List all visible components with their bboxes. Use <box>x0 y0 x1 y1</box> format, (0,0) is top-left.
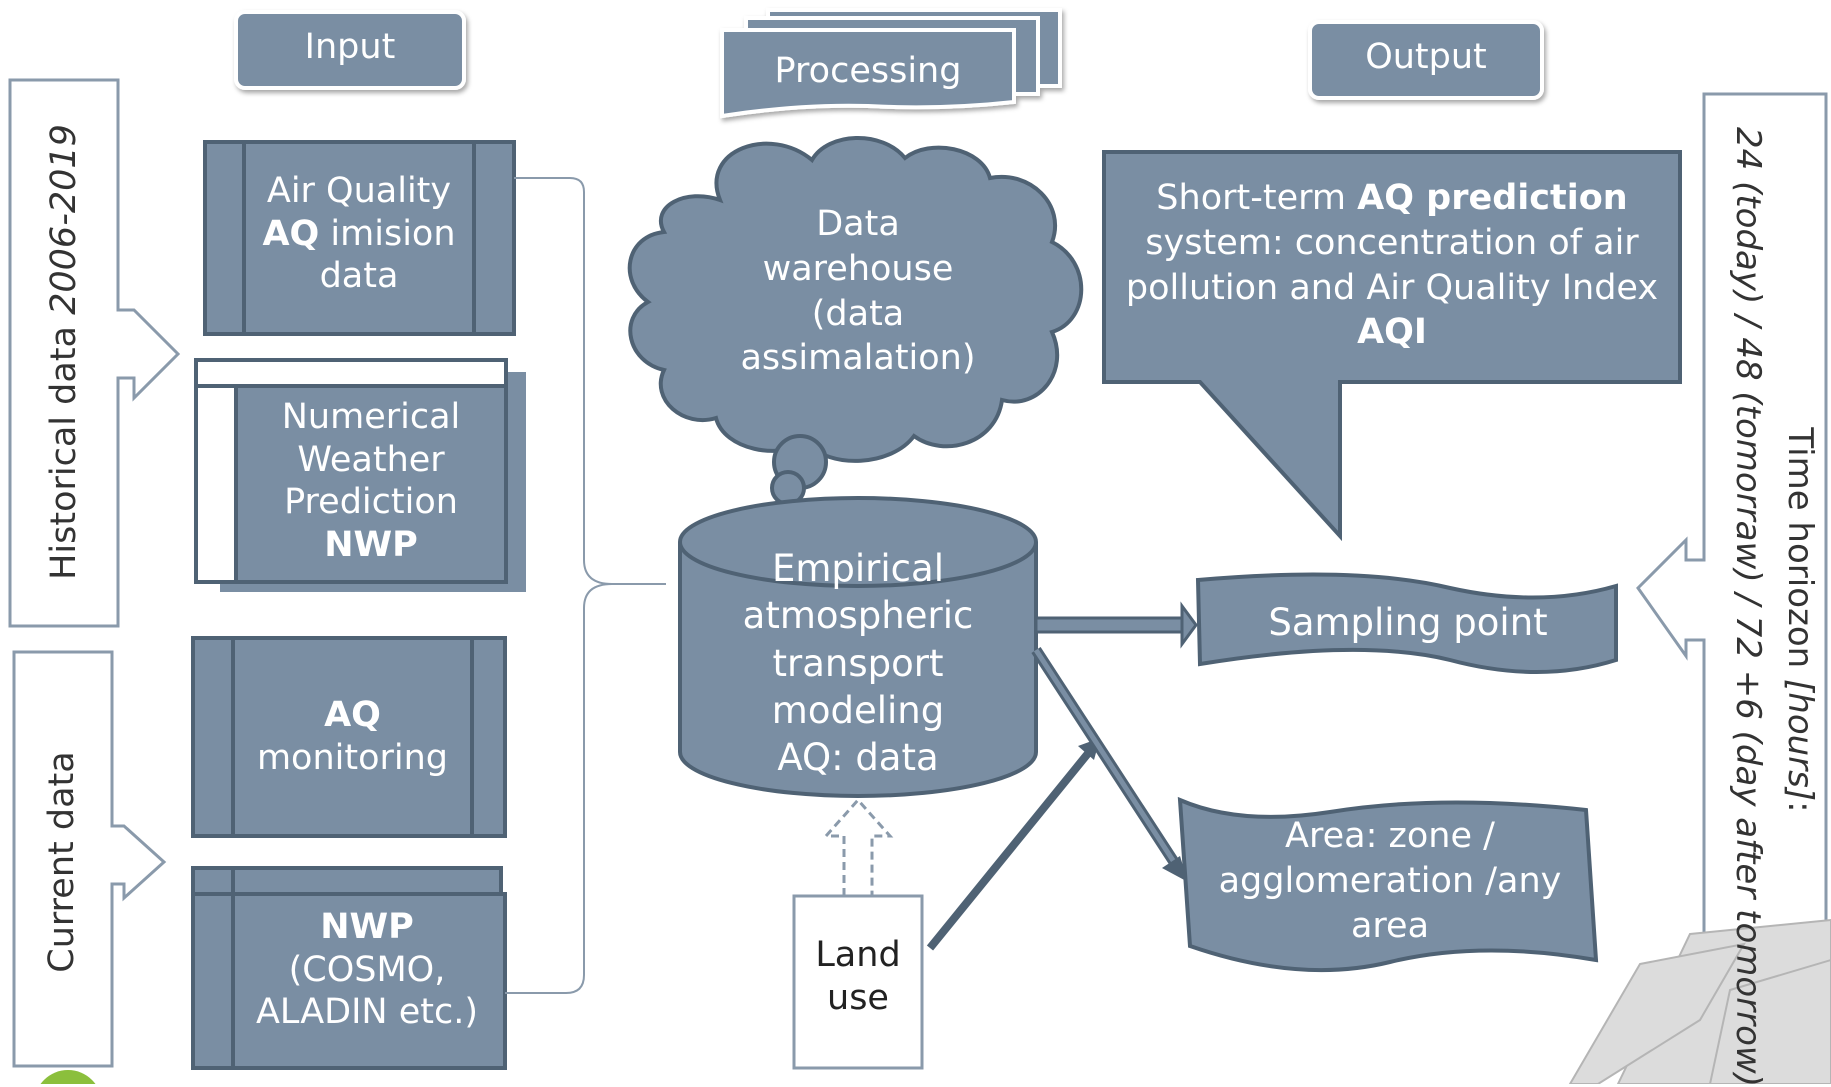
model-line5: AQ: data <box>777 736 939 780</box>
prediction-line1-bold: AQ prediction <box>1357 178 1628 218</box>
area-line3: area <box>1350 905 1430 946</box>
time-horizon-title: Time horiozon [hours]: <box>1780 427 1820 812</box>
sampling-point-label: Sampling point <box>1268 601 1548 644</box>
warehouse-line3: (data <box>811 293 905 334</box>
nwp-models-label: NWP (COSMO, ALADIN etc.) <box>233 906 501 1034</box>
model-label: Empirical atmospheric transport modeling… <box>690 545 1026 782</box>
nwp-line2: Weather <box>297 439 445 480</box>
input-header-label: Input <box>304 27 396 67</box>
model-to-area-arrow <box>1031 646 1188 882</box>
model-line2: atmospheric <box>742 594 974 638</box>
historical-data-label: Historical data 2006-2019 <box>44 124 84 580</box>
land-use-to-model-arrow <box>926 743 1098 951</box>
prediction-callout <box>1102 150 1682 542</box>
sampling-point-banner <box>1195 572 1618 674</box>
land-use-box <box>792 894 924 1070</box>
prediction-line4-bold: AQI <box>1357 312 1427 353</box>
nwp-models-line1: NWP <box>233 906 501 949</box>
aq-imision-line2-bold: AQ <box>262 213 320 254</box>
aq-monitoring-box <box>191 636 507 838</box>
area-line2: agglomeration /any <box>1218 860 1562 901</box>
output-header-label: Output <box>1365 37 1487 77</box>
time-horizon-unit: [hours] <box>1780 679 1820 802</box>
historical-data-text: Historical data <box>44 314 84 580</box>
aq-imision-label: Air Quality AQ imision data <box>244 170 474 298</box>
data-warehouse-cloud <box>627 136 1084 506</box>
historical-data-arrow <box>8 78 181 628</box>
model-line1: Empirical <box>772 547 944 590</box>
area-line1: Area: zone / <box>1285 816 1495 856</box>
nwp-models-line3: ALADIN etc.) <box>255 992 479 1033</box>
prediction-line1: Short-term AQ prediction <box>1110 176 1674 221</box>
warehouse-label: Data warehouse (data assimalation) <box>730 202 986 381</box>
nwp-line3: Prediction <box>284 482 458 523</box>
current-data-arrow <box>12 650 167 1068</box>
area-banner <box>1177 796 1599 973</box>
aq-imision-line2-rest: imision <box>319 213 456 254</box>
nwp-line1: Numerical <box>281 397 461 437</box>
warehouse-line2: warehouse <box>762 248 954 289</box>
prediction-line2: system: concentration of air <box>1145 222 1639 263</box>
land-use-label: Land use <box>794 934 922 1019</box>
nwp-label: Numerical Weather Prediction NWP <box>236 396 506 567</box>
aq-imision-line2: AQ imision <box>244 213 474 256</box>
processing-header-label: Processing <box>774 51 962 91</box>
input-header-box <box>234 10 466 90</box>
aq-monitoring-line2: monitoring <box>256 737 449 778</box>
land-use-line2: use <box>827 977 889 1018</box>
time-horizon-arrow <box>1636 92 1828 1084</box>
prediction-line1-pre: Short-term <box>1156 178 1358 218</box>
warehouse-line1: Data <box>816 204 900 244</box>
nwp-line4-bold: NWP <box>324 525 418 566</box>
processing-header-stack <box>720 8 1062 119</box>
input-brace <box>505 177 666 994</box>
model-line4: modeling <box>771 689 945 733</box>
aq-monitoring-bold: AQ <box>324 695 381 735</box>
prediction-line4: AQI <box>1110 310 1674 355</box>
nwp-models-line2: (COSMO, <box>288 949 446 990</box>
prediction-label: Short-term AQ prediction system: concent… <box>1110 176 1674 355</box>
time-horizon-title-text: Time horiozon <box>1780 427 1820 680</box>
nwp-box <box>194 358 526 592</box>
corner-decoration <box>1568 918 1831 1084</box>
aq-monitoring-line1: AQ <box>233 694 472 737</box>
time-horizon-colon: : <box>1780 801 1820 813</box>
nwp-models-box <box>191 866 507 1070</box>
aq-imision-line3: data <box>319 256 399 297</box>
aq-imision-box <box>203 140 516 336</box>
output-header-box <box>1308 20 1544 100</box>
model-to-sampling-arrow <box>1034 601 1198 649</box>
warehouse-line4: assimalation) <box>740 338 976 379</box>
current-data-label: Current data <box>42 751 82 973</box>
prediction-line3: pollution and Air Quality Index <box>1125 267 1659 308</box>
time-horizon-values: 24 (today) / 48 (tomorraw) / 72 +6 (day … <box>1728 126 1768 1087</box>
nwp-models-bold: NWP <box>320 907 414 947</box>
green-dot <box>40 1070 96 1084</box>
historical-data-years: 2006-2019 <box>44 124 84 315</box>
model-cylinder <box>678 496 1038 798</box>
land-use-up-arrow <box>822 797 894 896</box>
land-use-line1: Land <box>815 935 901 975</box>
aq-imision-line1: Air Quality <box>266 171 452 211</box>
model-line3: transport <box>772 641 944 685</box>
nwp-line4: NWP <box>236 524 506 567</box>
area-label: Area: zone / agglomeration /any area <box>1190 814 1590 948</box>
aq-monitoring-label: AQ monitoring <box>233 694 472 779</box>
